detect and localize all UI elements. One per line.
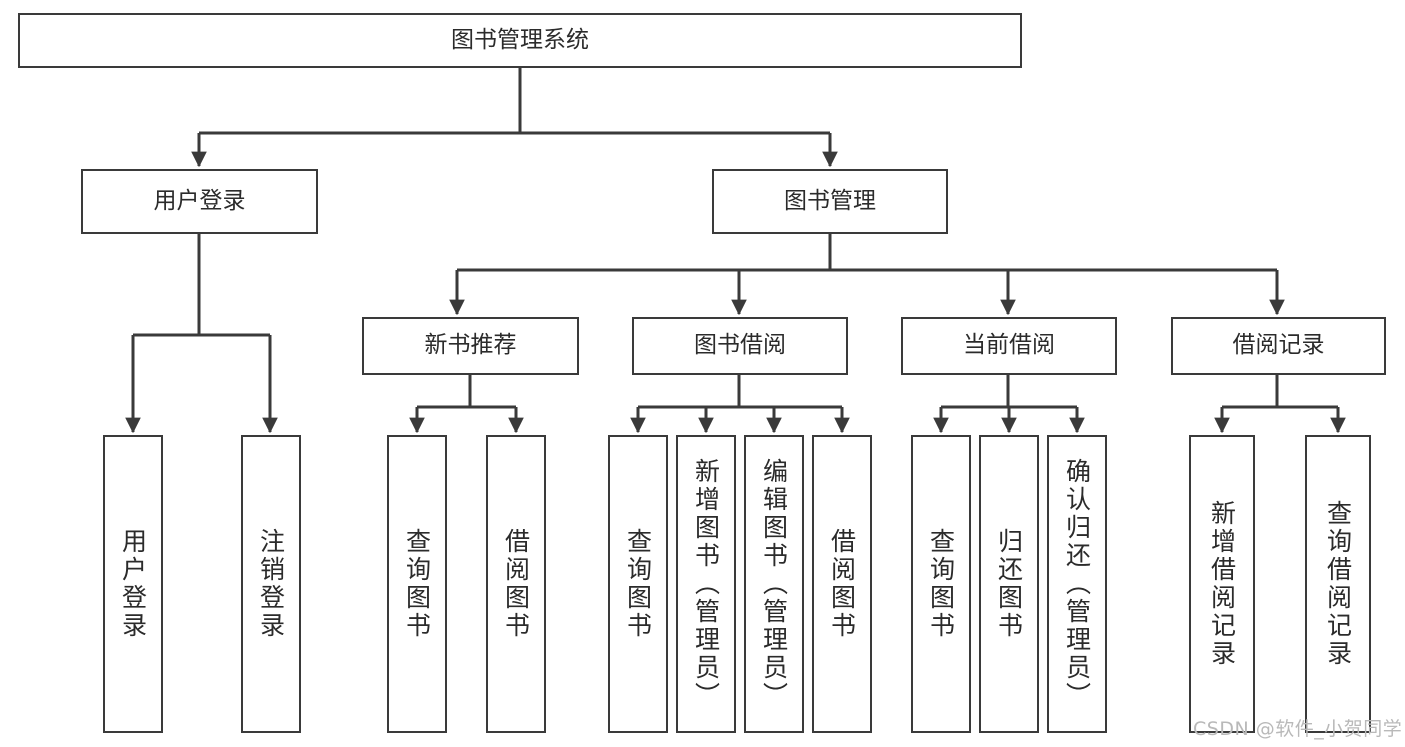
leaf-current-confirm-return-label: 确认归还（管理员） (1062, 458, 1092, 710)
leaf-user-login-logout[interactable]: 注销登录 (241, 435, 301, 733)
leaf-borrow-edit-book[interactable]: 编辑图书（管理员） (744, 435, 804, 733)
node-root[interactable]: 图书管理系统 (18, 13, 1022, 68)
node-root-label: 图书管理系统 (451, 26, 589, 53)
leaf-borrow-borrow-book-label: 借阅图书 (827, 528, 857, 640)
node-borrow-record[interactable]: 借阅记录 (1171, 317, 1386, 375)
node-current-borrow[interactable]: 当前借阅 (901, 317, 1117, 375)
leaf-new-book-query-label: 查询图书 (402, 528, 432, 640)
leaf-borrow-query-book[interactable]: 查询图书 (608, 435, 668, 733)
leaf-record-add-label: 新增借阅记录 (1207, 500, 1237, 668)
leaf-user-login-logout-label: 注销登录 (256, 528, 286, 640)
leaf-current-query-book-label: 查询图书 (926, 528, 956, 640)
leaf-user-login-login-label: 用户登录 (118, 528, 148, 640)
leaf-borrow-borrow-book[interactable]: 借阅图书 (812, 435, 872, 733)
node-user-login[interactable]: 用户登录 (81, 169, 318, 234)
node-new-book-recommend[interactable]: 新书推荐 (362, 317, 579, 375)
leaf-record-query[interactable]: 查询借阅记录 (1305, 435, 1371, 733)
leaf-user-login-login[interactable]: 用户登录 (103, 435, 163, 733)
leaf-new-book-borrow-label: 借阅图书 (501, 528, 531, 640)
node-book-borrow[interactable]: 图书借阅 (632, 317, 848, 375)
leaf-current-query-book[interactable]: 查询图书 (911, 435, 971, 733)
leaf-record-query-label: 查询借阅记录 (1323, 500, 1353, 668)
node-book-management-label: 图书管理 (784, 187, 876, 214)
node-borrow-record-label: 借阅记录 (1232, 332, 1325, 359)
leaf-borrow-add-book[interactable]: 新增图书（管理员） (676, 435, 736, 733)
node-book-borrow-label: 图书借阅 (694, 332, 786, 359)
node-user-login-label: 用户登录 (153, 187, 246, 214)
leaf-current-return-book[interactable]: 归还图书 (979, 435, 1039, 733)
node-current-borrow-label: 当前借阅 (963, 332, 1055, 359)
leaf-borrow-query-book-label: 查询图书 (623, 528, 653, 640)
node-new-book-recommend-label: 新书推荐 (424, 332, 517, 359)
leaf-record-add[interactable]: 新增借阅记录 (1189, 435, 1255, 733)
leaf-new-book-query[interactable]: 查询图书 (387, 435, 447, 733)
leaf-current-confirm-return[interactable]: 确认归还（管理员） (1047, 435, 1107, 733)
leaf-current-return-book-label: 归还图书 (994, 528, 1024, 640)
leaf-borrow-edit-book-label: 编辑图书（管理员） (759, 458, 789, 710)
leaf-new-book-borrow[interactable]: 借阅图书 (486, 435, 546, 733)
leaf-borrow-add-book-label: 新增图书（管理员） (691, 458, 721, 710)
node-book-management[interactable]: 图书管理 (712, 169, 948, 234)
